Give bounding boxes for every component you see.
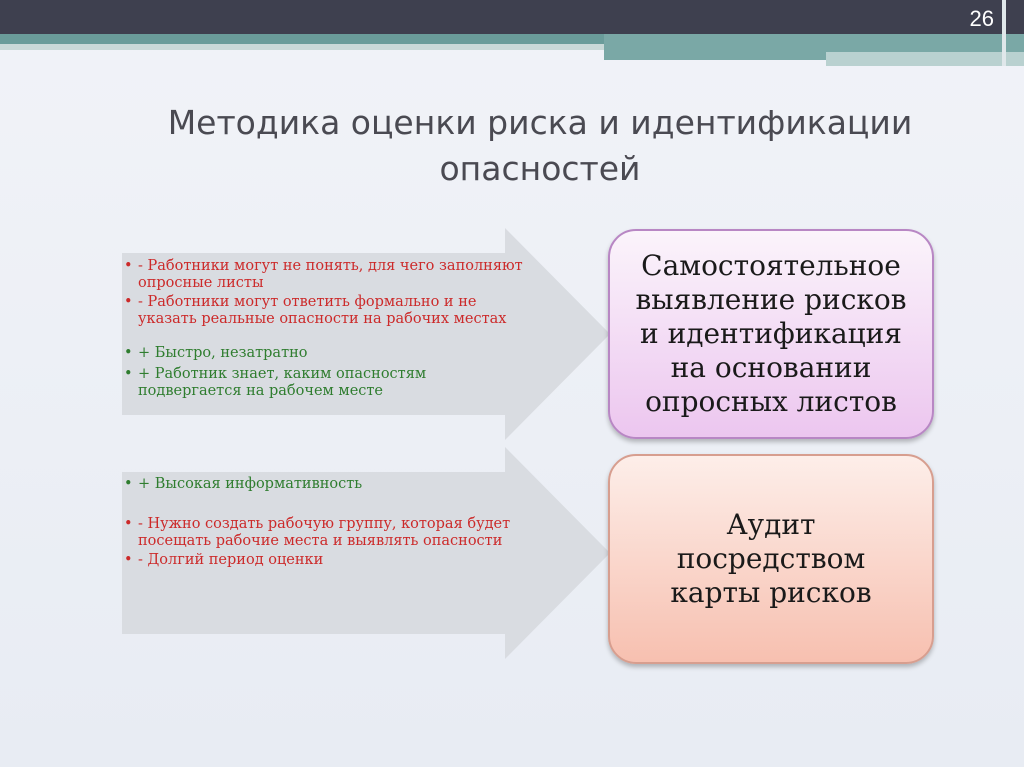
list-item-text: - Работники могут не понять, для чего за… [138, 258, 523, 291]
method-1-box: Самостоятельное выявление рисков и идент… [608, 229, 934, 439]
list-item-text: - Долгий период оценки [138, 552, 324, 568]
list-item-text: + Работник знает, каким опасностям подве… [138, 366, 427, 399]
method-2-box: Аудит посредством карты рисков [608, 454, 934, 664]
arrow-method-2 [122, 447, 610, 659]
list-item-text: - Работники могут ответить формально и н… [138, 294, 507, 327]
bullet-icon: • [124, 345, 133, 361]
method-1-points: • - Работники могут не понять, для чего … [124, 258, 524, 400]
list-item-text: - Нужно создать рабочую группу, которая … [138, 516, 511, 549]
list-item: • - Работники могут не понять, для чего … [124, 258, 524, 292]
bullet-icon: • [124, 366, 133, 382]
bullet-icon: • [124, 476, 133, 492]
bullet-icon: • [124, 294, 133, 310]
header-accent-line [1002, 0, 1006, 66]
bullet-icon: • [124, 552, 133, 568]
list-item: • + Работник знает, каким опасностям под… [124, 366, 524, 400]
arrow-shape-1 [122, 228, 610, 440]
header-accent-block-light [826, 52, 1024, 66]
method-1-box-text: Самостоятельное выявление рисков и идент… [635, 249, 907, 418]
bullet-icon: • [124, 516, 133, 532]
header-bar [0, 0, 1024, 34]
list-gap [124, 493, 524, 510]
slide-title: Методика оценки риска и идентификации оп… [167, 103, 913, 188]
method-2-box-text: Аудит посредством карты рисков [670, 508, 872, 609]
header-stripe-light [0, 44, 1024, 50]
arrow-method-1 [122, 228, 610, 440]
list-item: • - Работники могут ответить формально и… [124, 294, 524, 328]
method-2-points: • + Высокая информативность • - Нужно со… [124, 476, 524, 569]
arrow-shape-2 [122, 447, 610, 659]
bullet-icon: • [124, 258, 133, 274]
list-item: • - Долгий период оценки [124, 552, 524, 569]
header-stripe [0, 34, 1024, 44]
list-gap [124, 328, 524, 345]
page-number: 26 [969, 6, 994, 31]
list-item: • + Быстро, незатратно [124, 345, 524, 362]
list-item-text: + Высокая информативность [138, 476, 363, 492]
list-item: • + Высокая информативность [124, 476, 524, 493]
list-item-text: + Быстро, незатратно [138, 345, 308, 361]
list-item: • - Нужно создать рабочую группу, котора… [124, 516, 524, 550]
